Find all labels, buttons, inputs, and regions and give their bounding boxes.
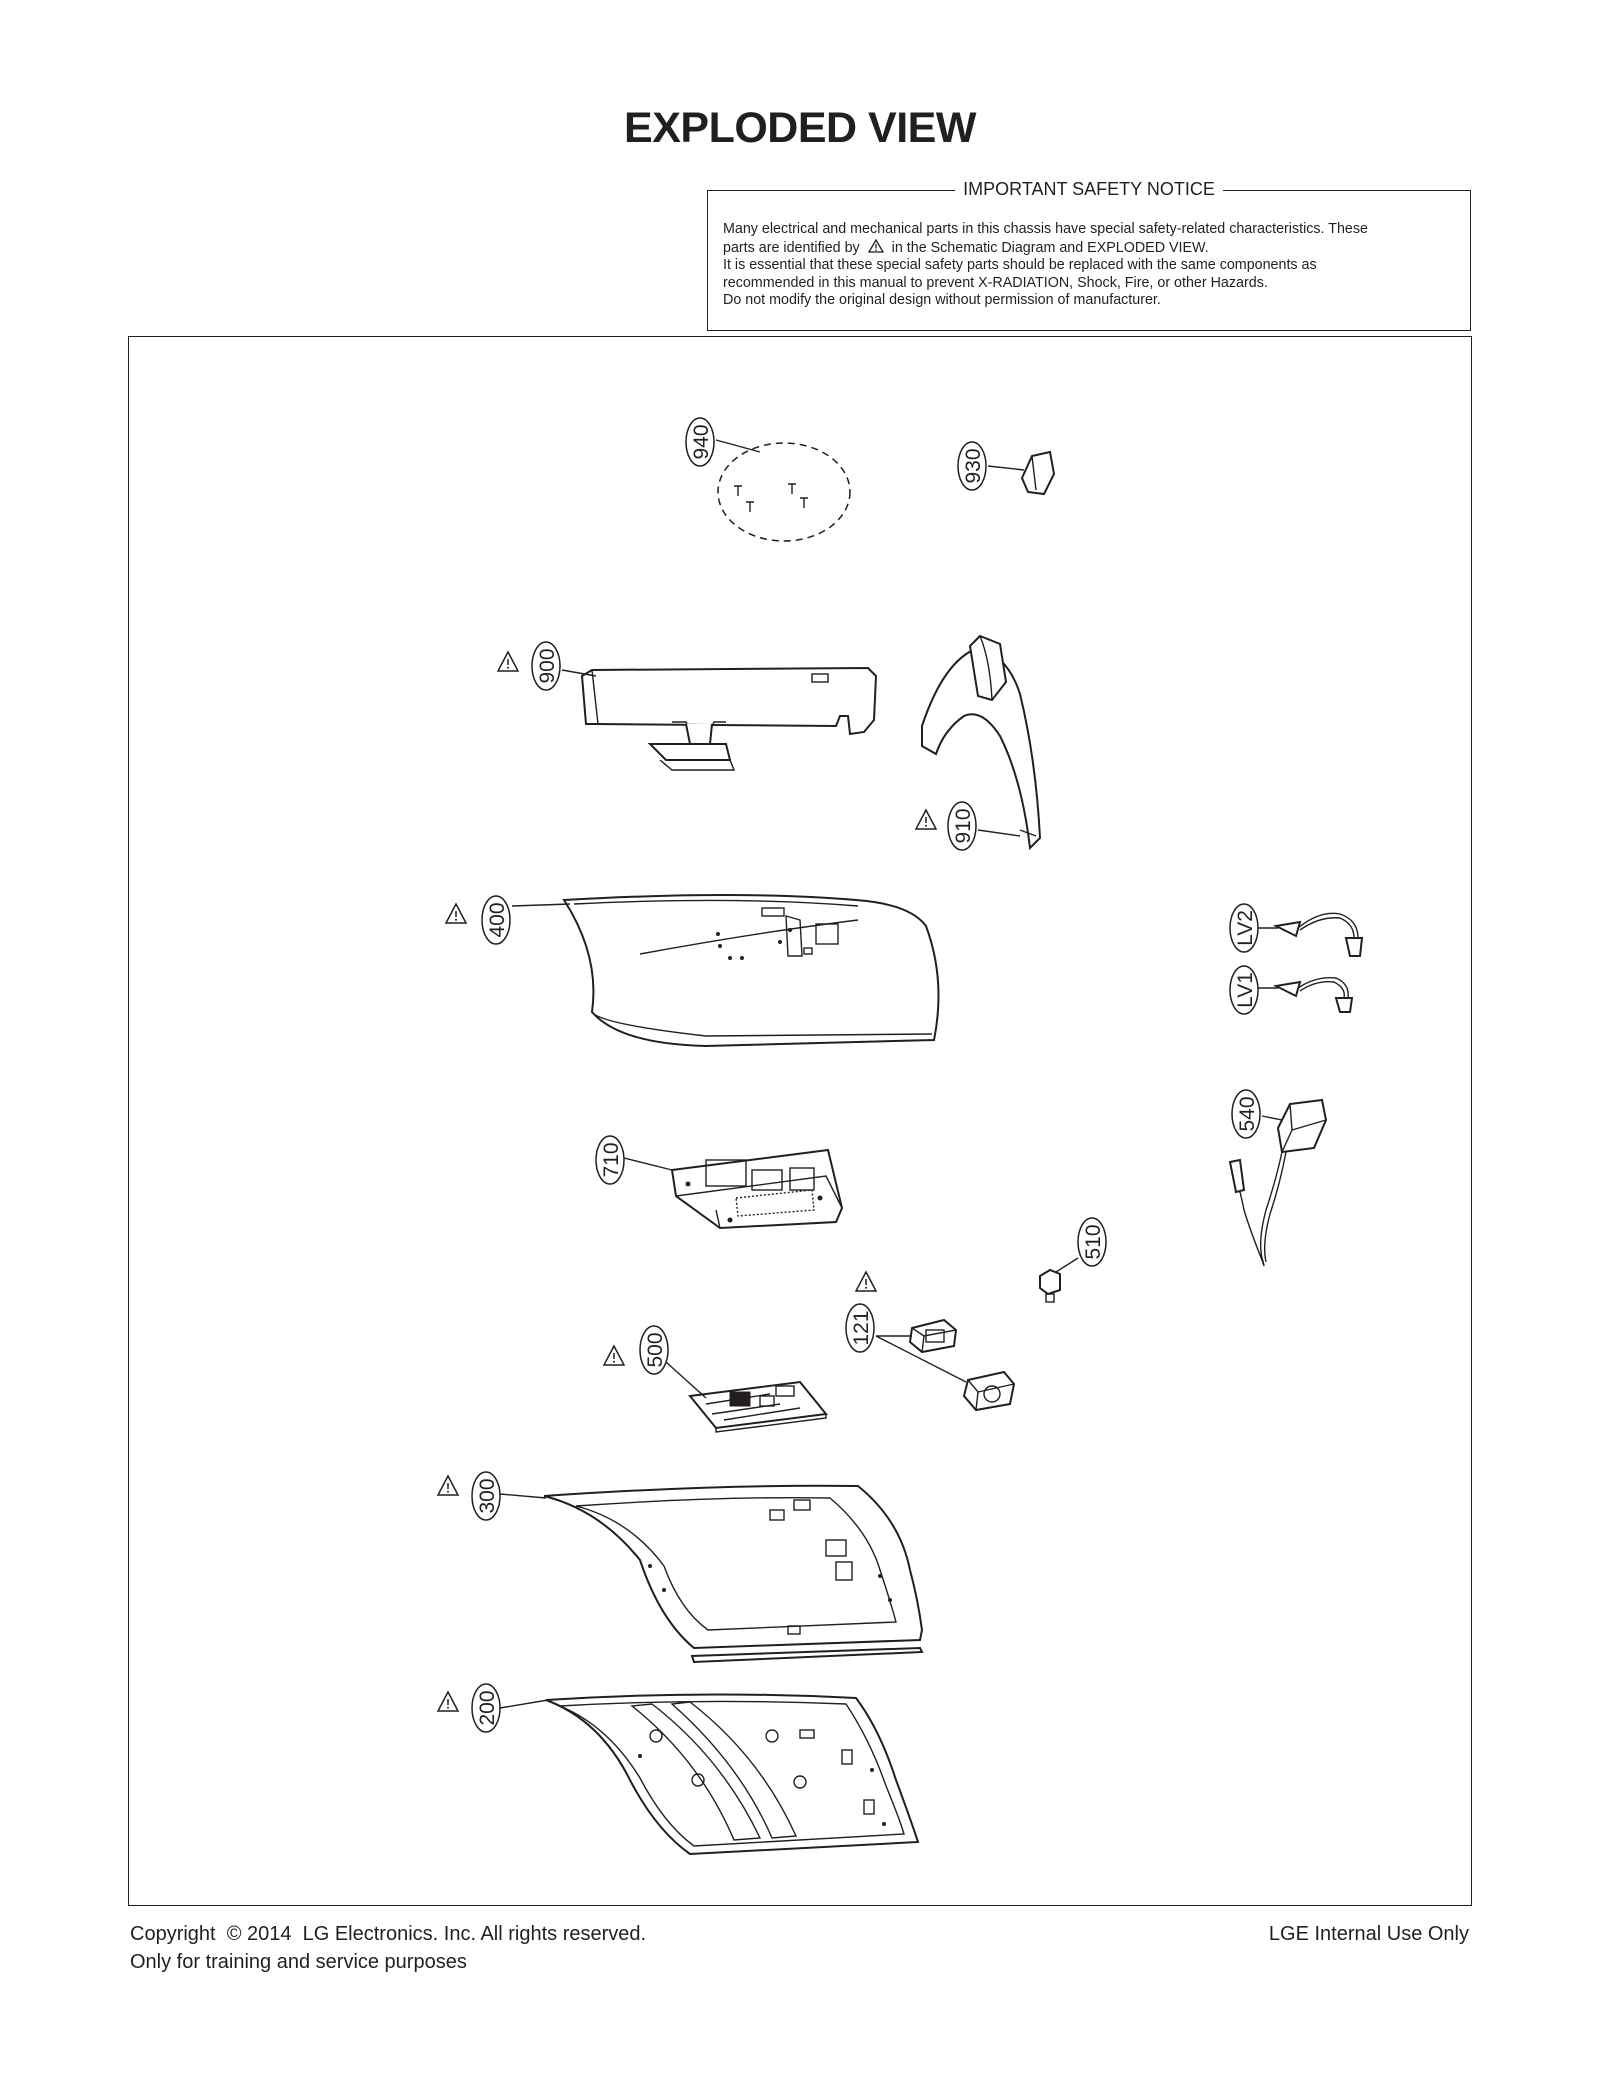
part-label-lv1: LV1 <box>1234 972 1257 1008</box>
part-930-cover: 930 <box>957 441 1056 496</box>
part-label-510: 510 <box>1082 1224 1105 1259</box>
part-label-121: 121 <box>850 1310 873 1345</box>
part-label-500: 500 <box>644 1332 667 1367</box>
part-label-lv2: LV2 <box>1234 910 1257 946</box>
part-label-930: 930 <box>962 448 985 483</box>
notice-line-1: Many electrical and mechanical parts in … <box>723 221 1368 237</box>
part-400-back-cover: 400 <box>445 894 940 1048</box>
notice-line-5: Do not modify the original design withou… <box>723 292 1161 309</box>
part-710-shield-case: 710 <box>595 1135 844 1230</box>
diagram-frame <box>128 336 1472 1906</box>
warning-triangle-icon <box>867 238 884 253</box>
part-lv2-cable: LV2 <box>1229 903 1364 957</box>
internal-use-text: LGE Internal Use Only <box>1268 1923 1469 1945</box>
part-500-main-board: 500 <box>603 1325 828 1433</box>
part-300-front-bezel: 300 <box>437 1471 924 1664</box>
part-900-stand-body: 900 <box>497 641 878 771</box>
part-540-power-adapter: 540 <box>1228 1089 1328 1267</box>
part-910-stand-arc: 910 <box>915 634 1042 851</box>
part-label-910: 910 <box>952 808 975 843</box>
safety-notice-box: IMPORTANT SAFETY NOTICE Many electrical … <box>707 179 1471 331</box>
notice-line-2a: parts are identified by <box>723 239 860 256</box>
part-lv1-cable: LV1 <box>1229 965 1354 1015</box>
part-label-540: 540 <box>1236 1096 1259 1131</box>
part-940-screws: 940 <box>685 417 851 542</box>
part-510-bracket: 510 <box>1039 1217 1107 1303</box>
safety-notice-heading: IMPORTANT SAFETY NOTICE <box>955 179 1223 199</box>
notice-line-4: recommended in this manual to prevent X-… <box>723 274 1268 291</box>
part-121-speakers: 121 <box>845 1271 1016 1412</box>
part-label-900: 900 <box>536 648 559 683</box>
training-text: Only for training and service purposes <box>130 1951 467 1973</box>
page-title: EXPLODED VIEW <box>624 104 976 152</box>
part-200-display-module: 200 <box>437 1683 920 1856</box>
part-label-940: 940 <box>690 424 713 459</box>
copyright-text: Copyright © 2014 LG Electronics. Inc. Al… <box>130 1923 647 1945</box>
part-label-200: 200 <box>476 1690 499 1725</box>
notice-line-3: It is essential that these special safet… <box>723 257 1317 274</box>
footer-left: Copyright © 2014 LG Electronics. Inc. Al… <box>130 1920 646 1976</box>
part-label-400: 400 <box>486 902 509 937</box>
notice-line-2b: in the Schematic Diagram and EXPLODED VI… <box>891 239 1209 256</box>
part-label-710: 710 <box>600 1142 623 1177</box>
footer-right: LGE Internal Use Only <box>1269 1920 1469 1948</box>
safety-notice-body: Many electrical and mechanical parts in … <box>723 221 1455 310</box>
part-label-300: 300 <box>476 1478 499 1513</box>
